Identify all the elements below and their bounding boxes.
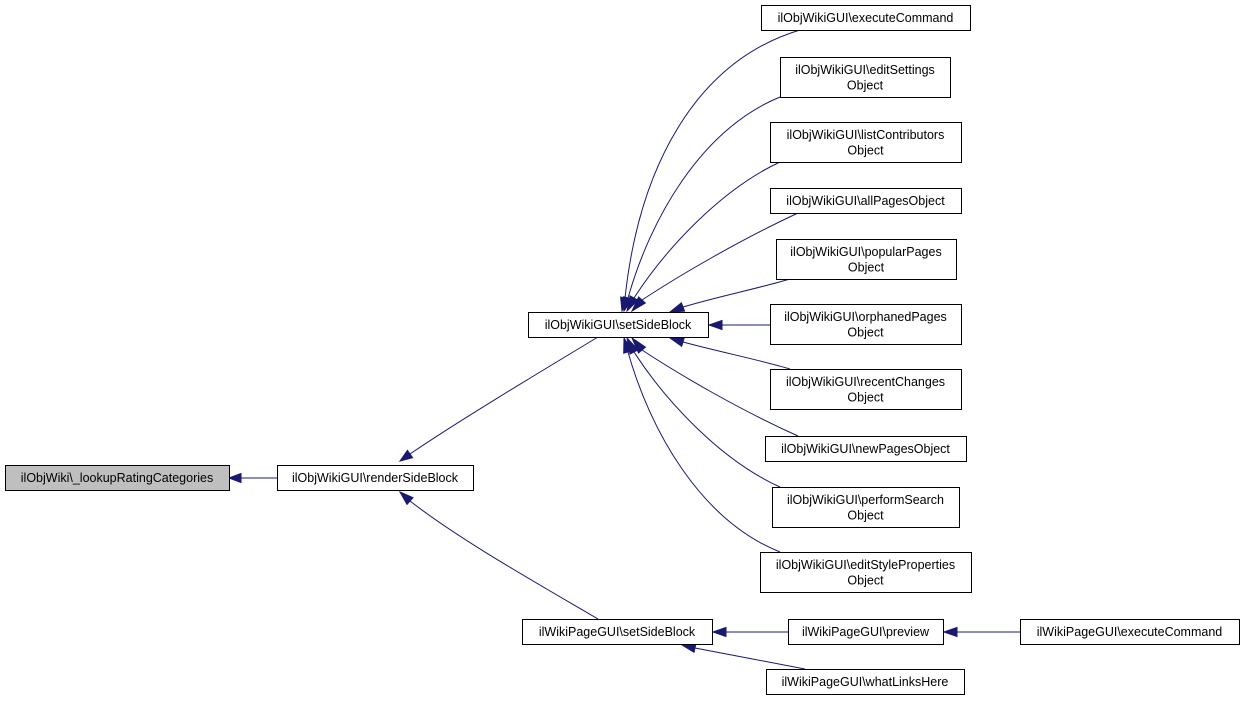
node-label: ilObjWikiGUI\executeCommand — [778, 11, 954, 25]
node-lookup[interactable]: ilObjWiki\_lookupRatingCategories — [5, 465, 230, 491]
node-label: ilObjWikiGUI\renderSideBlock — [292, 471, 459, 485]
node-label: ilObjWikiGUI\listContributors — [787, 128, 945, 142]
edge-line — [682, 278, 791, 308]
node-label: ilObjWikiGUI\popularPages — [790, 245, 941, 259]
node-newPages[interactable]: ilObjWikiGUI\newPagesObject — [765, 436, 967, 462]
edge-popularPages-to-objSetSideBlock — [668, 278, 791, 313]
node-preview[interactable]: ilWikiPageGUI\preview — [788, 619, 944, 645]
node-box[interactable] — [528, 312, 709, 338]
arrowhead-icon — [630, 296, 647, 313]
node-label: Object — [847, 508, 884, 522]
node-whatLinksHere[interactable]: ilWikiPageGUI\whatLinksHere — [766, 669, 965, 695]
node-label: ilObjWikiGUI\setSideBlock — [545, 318, 692, 332]
node-allPages[interactable]: ilObjWikiGUI\allPagesObject — [770, 188, 962, 214]
edge-line — [633, 351, 781, 488]
edge-line — [624, 29, 801, 299]
edge-pageExecuteCommand-to-preview — [942, 626, 1020, 638]
node-objSetSideBlock[interactable]: ilObjWikiGUI\setSideBlock — [528, 312, 709, 338]
node-renderSideBlock[interactable]: ilObjWikiGUI\renderSideBlock — [277, 465, 474, 491]
node-label: ilObjWikiGUI\newPagesObject — [781, 442, 950, 456]
edge-line — [409, 336, 599, 455]
node-box[interactable] — [760, 552, 972, 593]
node-box[interactable] — [770, 369, 962, 410]
node-executeCommand[interactable]: ilObjWikiGUI\executeCommand — [761, 5, 971, 31]
arrowhead-icon — [668, 301, 686, 313]
node-label: Object — [847, 390, 884, 404]
node-box[interactable] — [761, 5, 971, 31]
node-label: ilWikiPageGUI\preview — [802, 625, 930, 639]
edge-line — [627, 96, 781, 299]
arrowhead-icon — [630, 336, 647, 354]
edge-line — [627, 351, 781, 553]
node-pageSetSideBlock[interactable]: ilWikiPageGUI\setSideBlock — [522, 619, 713, 645]
node-box[interactable] — [770, 122, 962, 163]
edge-line — [633, 161, 781, 299]
node-box[interactable] — [780, 57, 951, 98]
node-pageExecuteCommand[interactable]: ilWikiPageGUI\executeCommand — [1020, 619, 1240, 645]
node-label: ilObjWikiGUI\performSearch — [787, 493, 944, 507]
edge-executeCommand-to-objSetSideBlock — [620, 29, 801, 313]
node-box[interactable] — [788, 619, 944, 645]
node-box[interactable] — [277, 465, 474, 491]
arrowhead-icon — [711, 626, 727, 638]
edge-listContributors-to-objSetSideBlock — [626, 161, 781, 313]
edge-newPages-to-objSetSideBlock — [630, 336, 799, 437]
arrowhead-icon — [227, 472, 242, 484]
arrowhead-icon — [942, 626, 958, 638]
node-label: Object — [847, 573, 884, 587]
node-label: ilObjWikiGUI\editSettings — [795, 63, 935, 77]
nodes-layer: ilObjWiki\_lookupRatingCategories ilObjWi… — [5, 5, 1240, 695]
edge-line — [694, 647, 806, 670]
edge-renderSideBlock-to-lookup — [227, 472, 277, 484]
edge-whatLinksHere-to-pageSetSideBlock — [680, 643, 806, 670]
edges-layer — [227, 29, 1020, 670]
node-box[interactable] — [766, 669, 965, 695]
node-label: ilWikiPageGUI\executeCommand — [1037, 625, 1223, 639]
node-label: ilObjWikiGUI\recentChanges — [786, 375, 945, 389]
arrowhead-icon — [398, 490, 414, 506]
node-box[interactable] — [765, 436, 967, 462]
edge-allPages-to-objSetSideBlock — [630, 212, 799, 313]
arrowhead-icon — [398, 449, 414, 462]
node-label: ilObjWikiGUI\orphanedPages — [784, 310, 947, 324]
edge-orphanedPages-to-objSetSideBlock — [707, 319, 770, 331]
edge-line — [682, 341, 791, 370]
node-label: Object — [847, 325, 884, 339]
arrowhead-icon — [626, 295, 639, 313]
node-box[interactable] — [770, 188, 962, 214]
edge-pageSetSideBlock-to-renderSideBlock — [398, 490, 599, 620]
node-box[interactable] — [770, 304, 962, 345]
node-label: ilWikiPageGUI\whatLinksHere — [782, 675, 949, 689]
node-label: Object — [847, 78, 884, 92]
arrowhead-icon — [707, 319, 723, 331]
node-label: Object — [848, 260, 885, 274]
node-label: ilObjWikiGUI\allPagesObject — [786, 194, 945, 208]
node-box[interactable] — [772, 487, 960, 528]
edge-objSetSideBlock-to-renderSideBlock — [398, 336, 599, 462]
node-box[interactable] — [5, 465, 230, 491]
node-label: Object — [847, 143, 884, 157]
node-label: ilWikiPageGUI\setSideBlock — [539, 625, 696, 639]
edge-editStyleProps-to-objSetSideBlock — [623, 336, 781, 553]
node-box[interactable] — [1020, 619, 1240, 645]
edge-line — [641, 349, 799, 437]
edge-line — [641, 212, 799, 301]
node-label: ilObjWiki\_lookupRatingCategories — [21, 471, 213, 485]
node-box[interactable] — [776, 239, 957, 280]
arrowhead-icon — [623, 336, 634, 354]
node-box[interactable] — [522, 619, 713, 645]
arrowhead-icon — [668, 337, 686, 348]
edge-line — [409, 500, 599, 620]
edge-preview-to-pageSetSideBlock — [711, 626, 788, 638]
node-label: ilObjWikiGUI\editStyleProperties — [776, 558, 955, 572]
